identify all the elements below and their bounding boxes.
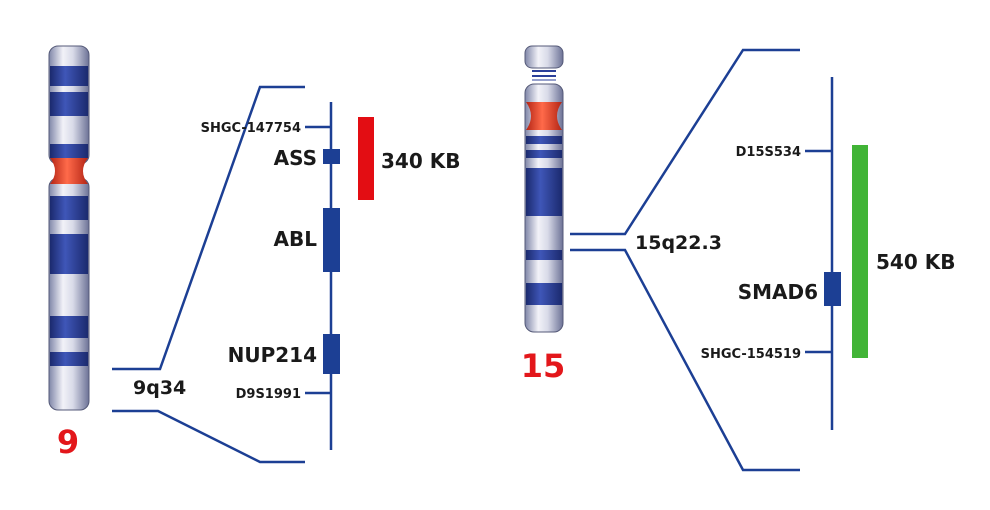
chr9-zoom-line-top xyxy=(112,85,305,371)
marker-shgc-147754: SHGC-147754 xyxy=(201,121,301,136)
region-size-chr15: 540 KB xyxy=(876,250,955,274)
gene-block-ass xyxy=(323,149,340,164)
marker-d9s1991: D9S1991 xyxy=(236,387,301,402)
region-bar-red xyxy=(358,117,374,200)
chr15-zoom-line-top xyxy=(570,48,800,236)
region-bar-green xyxy=(852,145,868,358)
chromosome-15-number: 15 xyxy=(521,347,566,385)
chromosome-15-ideogram xyxy=(524,45,564,333)
chr15-band-label: 15q22.3 xyxy=(635,232,722,254)
region-size-chr9: 340 KB xyxy=(381,149,460,173)
chr15-zoom-line-bottom xyxy=(570,248,800,472)
gene-label-abl: ABL xyxy=(274,227,318,251)
chromosome-9-number: 9 xyxy=(57,423,79,461)
gene-block-abl xyxy=(323,208,340,272)
gene-block-smad6 xyxy=(824,272,841,306)
chr9-zoom-line-bottom xyxy=(112,409,305,464)
marker-d15s534: D15S534 xyxy=(736,145,801,160)
gene-block-nup214 xyxy=(323,334,340,374)
gene-label-nup214: NUP214 xyxy=(228,343,317,367)
chromosome-9-ideogram xyxy=(48,45,90,411)
gene-label-ass: ASS xyxy=(274,146,317,170)
marker-shgc-154519: SHGC-154519 xyxy=(701,347,801,362)
chr9-band-label: 9q34 xyxy=(133,377,186,399)
gene-label-smad6: SMAD6 xyxy=(738,280,818,304)
